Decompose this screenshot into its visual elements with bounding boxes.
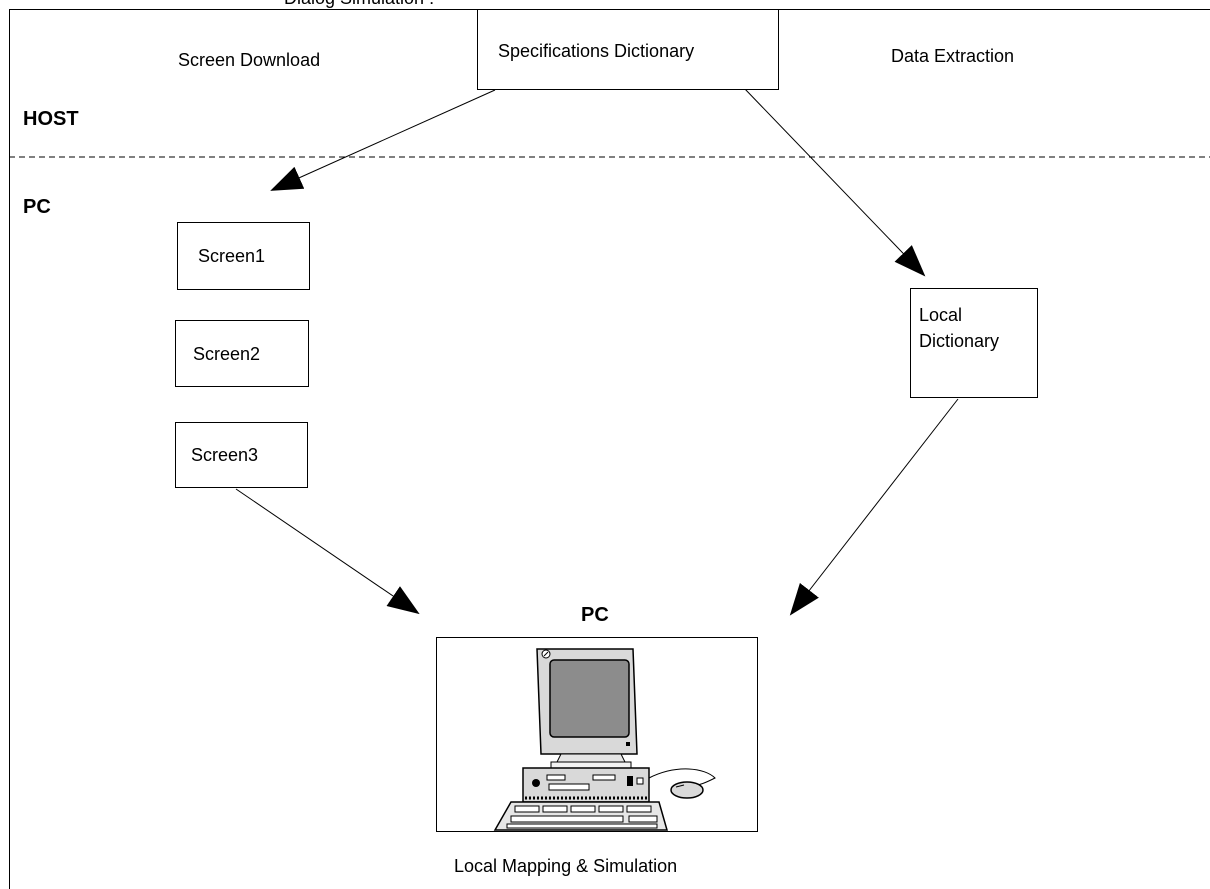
specifications-dictionary-box: Specifications Dictionary [477, 9, 779, 90]
arrow-local-dictionary-to-pc [789, 398, 959, 616]
pc-zone-label: PC [23, 196, 51, 218]
pc-box [436, 637, 758, 832]
specifications-dictionary-label: Specifications Dictionary [498, 41, 695, 61]
screen2-label: Screen2 [193, 344, 261, 364]
arrow-screen3-to-pc [235, 488, 420, 615]
screen2-box: Screen2 [175, 320, 309, 387]
desktop-computer-icon [493, 648, 716, 831]
screen3-box: Screen3 [175, 422, 308, 488]
bottom-caption: Local Mapping & Simulation [454, 856, 678, 876]
local-dictionary-label-line2: Dictionary [919, 331, 1000, 351]
local-dictionary-label-line1: Local [919, 305, 963, 325]
arrow-spec-to-screen1 [270, 89, 496, 191]
local-dictionary-box: Local Dictionary [910, 288, 1038, 398]
diagram-title: Dialog Simulation : [284, 0, 434, 9]
screen3-label: Screen3 [191, 445, 259, 465]
arrow-spec-to-local-dictionary [743, 87, 926, 277]
host-zone-label: HOST [23, 108, 79, 130]
screen1-box: Screen1 [177, 222, 310, 290]
pc-title: PC [581, 604, 609, 626]
screen1-label: Screen1 [198, 246, 266, 266]
screen-download-label: Screen Download [178, 50, 321, 70]
data-extraction-label: Data Extraction [891, 46, 1015, 66]
